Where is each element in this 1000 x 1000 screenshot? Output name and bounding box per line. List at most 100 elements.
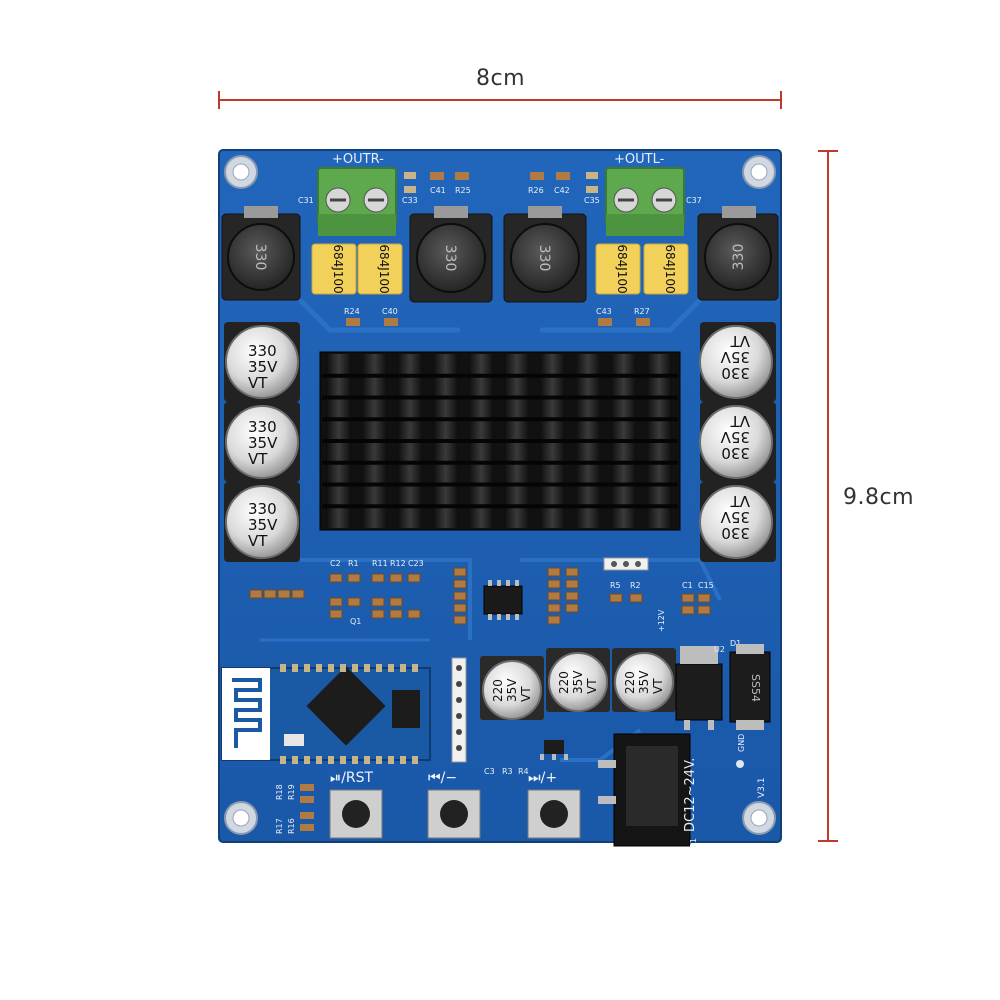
- label-c43: C43: [596, 307, 612, 316]
- smd-component: [453, 579, 467, 589]
- smd-component: [547, 603, 561, 613]
- heatsink-groove: [322, 439, 678, 443]
- gnd-test-pad: [736, 760, 744, 768]
- cap-small-3-line3: VT: [651, 678, 665, 694]
- electrolytic-capacitor-right-1: 330 35V VT: [699, 322, 776, 402]
- film-capacitor-4-marking: 684J100: [663, 244, 677, 293]
- cap-right-2-line1: 330: [721, 444, 750, 462]
- heatsink-groove: [322, 395, 678, 400]
- smd-component: [249, 589, 263, 599]
- vertical-pin-header: [451, 657, 467, 763]
- label-c3: C3: [484, 767, 495, 776]
- tactile-button-play-rst[interactable]: [329, 789, 383, 839]
- smd-component: [371, 609, 385, 619]
- label-r27: R27: [634, 307, 650, 316]
- screw-terminal-right-output: [317, 167, 397, 236]
- dc-power-jack: [598, 733, 691, 847]
- smd-component: [565, 591, 579, 601]
- smd-component: [347, 597, 361, 607]
- power-input-label: DC12~24V.: [683, 758, 698, 832]
- cap-left-3-line1: 330: [248, 500, 277, 518]
- label-r18: R18: [275, 784, 284, 800]
- cap-left-2-line1: 330: [248, 418, 277, 436]
- smd-component: [347, 573, 361, 583]
- button-next-vol-up-label: ⏭/+: [528, 770, 557, 786]
- width-dimension-tick-right: [780, 91, 782, 109]
- smd-component: [371, 573, 385, 583]
- inductor-4: 330: [697, 206, 779, 301]
- film-capacitor-3-marking: 684J100: [615, 244, 629, 293]
- cap-left-1-line2: 35V: [248, 358, 278, 376]
- electrolytic-capacitor-left-2: 330 35V VT: [224, 402, 300, 482]
- label-c33: C33: [402, 196, 418, 205]
- label-c42: C42: [554, 186, 570, 195]
- heatsink-groove: [322, 417, 678, 422]
- cap-right-3-line3: VT: [730, 492, 750, 510]
- label-r25: R25: [455, 186, 471, 195]
- cap-left-3-line2: 35V: [248, 516, 278, 534]
- mounting-hole-top-right: [742, 155, 776, 189]
- smd-component: [453, 615, 467, 625]
- label-r11: R11: [372, 559, 388, 568]
- label-r17: R17: [275, 818, 284, 834]
- label-c31: C31: [298, 196, 314, 205]
- cap-left-2-line3: VT: [248, 450, 268, 468]
- button-prev-vol-down-label: ⏮/−: [428, 770, 457, 786]
- smd-component: [453, 603, 467, 613]
- mid-smd-components: [346, 318, 650, 326]
- label-plus12v: +12V: [657, 609, 666, 632]
- height-dimension-tick-bottom: [818, 840, 838, 842]
- electrolytic-capacitor-small-2: 220 35V VT: [546, 648, 610, 712]
- terminal-left-label: +OUTL-: [614, 152, 665, 167]
- antenna-trace-icon: [232, 678, 262, 748]
- smd-component: [407, 573, 421, 583]
- diode-label: SS54: [749, 674, 762, 702]
- voltage-regulator: U2: [675, 645, 725, 730]
- label-c35: C35: [584, 196, 600, 205]
- smd-component: [453, 567, 467, 577]
- cap-small-3-line2: 35V: [637, 670, 651, 694]
- height-dimension-line: [827, 150, 829, 842]
- label-r12: R12: [390, 559, 406, 568]
- label-d1: D1: [730, 639, 741, 648]
- inductor-3-marking: 330: [536, 245, 552, 272]
- smd-component: [681, 605, 695, 615]
- inductor-1: 330: [221, 206, 301, 301]
- label-c40: C40: [382, 307, 398, 316]
- terminal-right-label: +OUTR-: [332, 152, 384, 167]
- smd-component: [697, 605, 711, 615]
- inductor-4-marking: 330: [731, 244, 747, 271]
- tactile-button-prev[interactable]: [427, 789, 481, 839]
- label-c15: C15: [698, 581, 714, 590]
- width-dimension-tick-left: [218, 91, 220, 109]
- electrolytic-capacitor-small-3: 220 35V VT: [612, 648, 676, 712]
- heatsink-groove: [322, 504, 678, 509]
- smd-component: [389, 573, 403, 583]
- smd-component: [277, 589, 291, 599]
- smd-component: [329, 609, 343, 619]
- heatsink-groove: [322, 460, 678, 465]
- inductor-1-marking: 330: [252, 244, 268, 271]
- smd-component: [329, 573, 343, 583]
- label-r16: R16: [287, 818, 296, 834]
- film-capacitor-2: 684J100: [357, 243, 403, 295]
- label-r24: R24: [344, 307, 360, 316]
- tactile-button-next[interactable]: [527, 789, 581, 839]
- cap-left-1-line1: 330: [248, 342, 277, 360]
- inductor-3: 330: [503, 206, 587, 303]
- lower-smd-components: [249, 557, 711, 625]
- cap-right-3-line1: 330: [721, 524, 750, 542]
- cap-right-2-line3: VT: [730, 412, 750, 430]
- smd-component: [547, 615, 561, 625]
- mounting-hole-top-left: [224, 155, 258, 189]
- smd-component: [263, 589, 277, 599]
- version-label: V3.1: [757, 778, 767, 798]
- label-c1: C1: [682, 581, 693, 590]
- cap-left-2-line2: 35V: [248, 434, 278, 452]
- label-u2: U2: [714, 645, 725, 654]
- bottom-left-resistors: [300, 784, 314, 831]
- label-r19: R19: [287, 784, 296, 800]
- label-c2: C2: [330, 559, 341, 568]
- heatsink-groove: [322, 482, 678, 487]
